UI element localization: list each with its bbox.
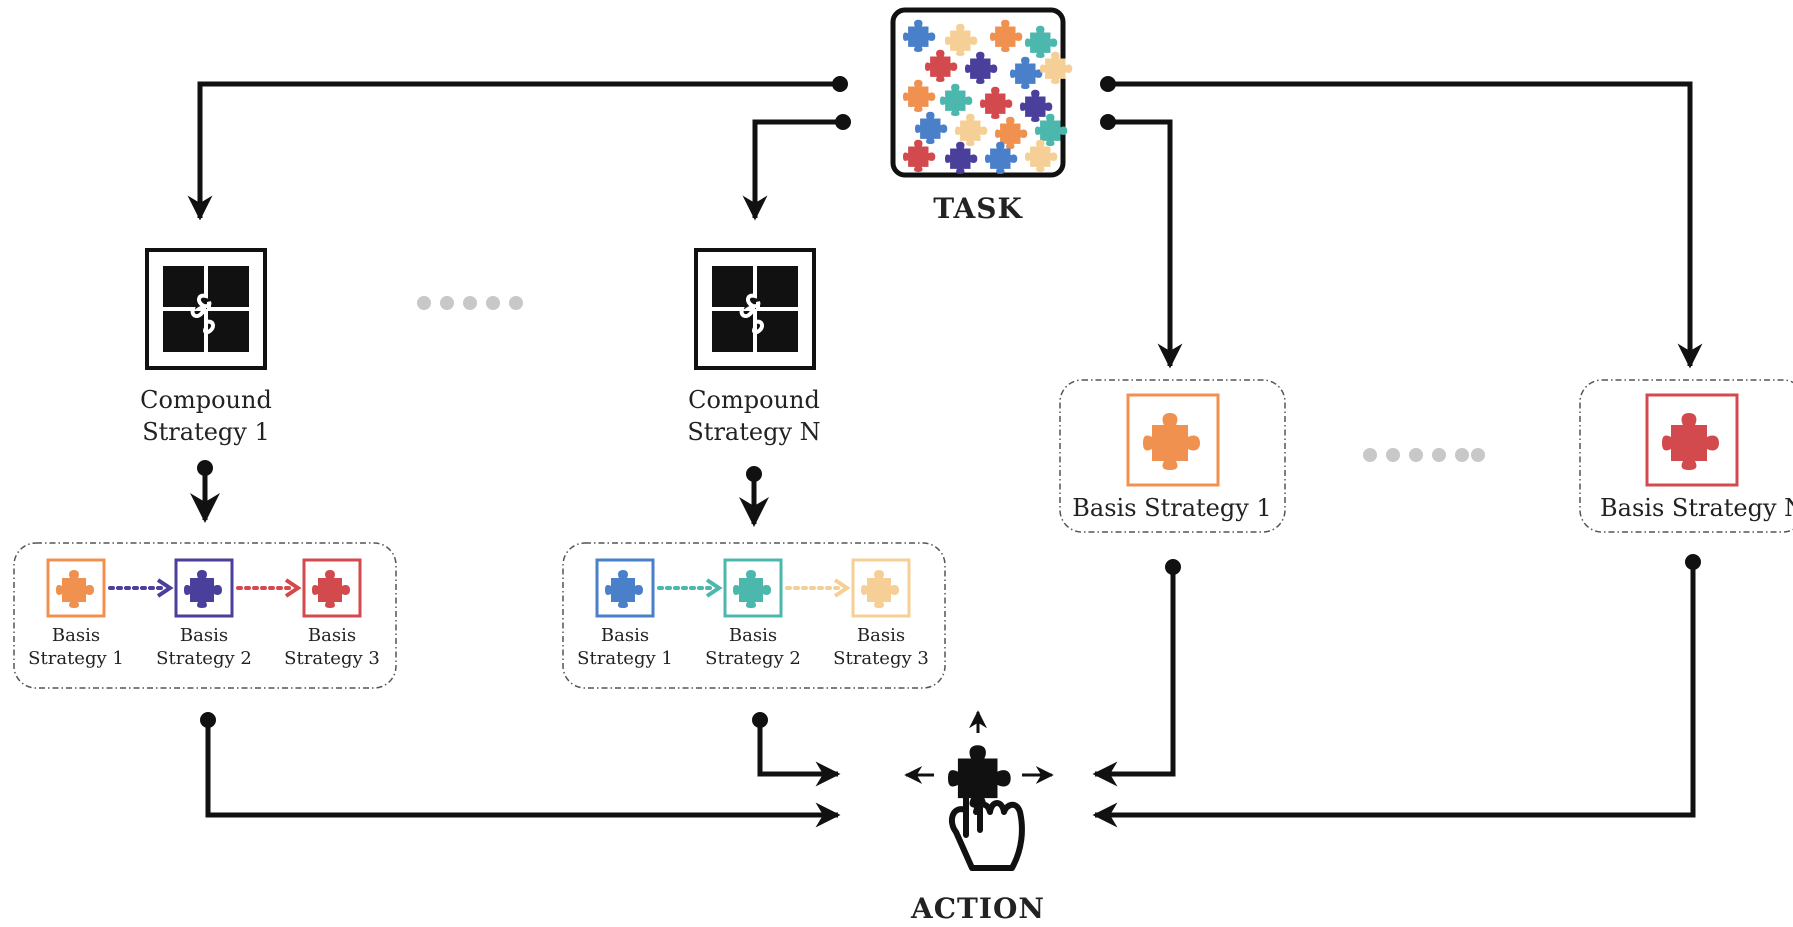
basis-strategy-label: Basis Strategy 1 [1072, 494, 1271, 522]
basis-frame [1579, 379, 1793, 533]
compound-strategy-n: Compound Strategy N [687, 248, 821, 527]
sequence-arrowhead [284, 578, 302, 598]
puzzle-grid-icon [163, 266, 249, 352]
basis-frame [1059, 379, 1286, 533]
task-node: TASK [890, 7, 1073, 225]
step-subtitle: Strategy 3 [284, 648, 380, 669]
step-title: Basis [308, 625, 356, 646]
sequence-arrowhead [833, 578, 851, 598]
connector-dot [746, 466, 762, 482]
connector-task-to-basis-1 [1108, 119, 1183, 369]
compound-strategy-title: Compound [688, 386, 820, 414]
step-title: Basis [180, 625, 228, 646]
step-subtitle: Strategy 3 [833, 648, 929, 669]
compound-strategy-subtitle: Strategy N [687, 418, 820, 446]
connector-task-to-compound-n [742, 119, 843, 221]
connector-dot [200, 712, 216, 728]
connector-dot [752, 712, 768, 728]
basis-strategy-label: Basis Strategy N [1600, 494, 1793, 522]
action-connectors [200, 554, 1701, 828]
connector-task-to-basis-n [1108, 81, 1703, 369]
connector-task-to-compound-1 [187, 81, 840, 221]
connector-dot [832, 76, 848, 92]
task-label: TASK [933, 192, 1023, 225]
step-subtitle: Strategy 1 [28, 648, 124, 669]
task-connectors [187, 76, 1703, 369]
connector-dot [1100, 114, 1116, 130]
sequence-frame [562, 542, 946, 689]
step-title: Basis [857, 625, 905, 646]
connector-dot [1165, 559, 1181, 575]
connector-seq-1-to-action [205, 720, 841, 828]
connector-dot [835, 114, 851, 130]
action-label: ACTION [910, 892, 1045, 923]
connector-dot [1685, 554, 1701, 570]
connector-dot [197, 460, 213, 476]
step-title: Basis [729, 625, 777, 646]
compound-strategy-title: Compound [140, 386, 272, 414]
step-title: Basis [601, 625, 649, 646]
basis-strategy-n: Basis Strategy N [1579, 379, 1793, 533]
connector-basis-n-to-action [1092, 562, 1696, 828]
sequence-arrowhead [156, 578, 174, 598]
hand-pointer-icon [948, 745, 1025, 871]
compound-strategy-subtitle: Strategy 1 [142, 418, 270, 446]
ellipsis-dots [417, 296, 523, 310]
sequence-frame [13, 542, 397, 689]
basis-strategy-1: Basis Strategy 1 [1059, 379, 1286, 533]
compound-strategy-1: Compound Strategy 1 [140, 248, 272, 523]
step-subtitle: Strategy 2 [156, 648, 252, 669]
sequence-arrowhead [705, 578, 723, 598]
connector-dot [1100, 76, 1116, 92]
step-subtitle: Strategy 2 [705, 648, 801, 669]
step-subtitle: Strategy 1 [577, 648, 673, 669]
step-title: Basis [52, 625, 100, 646]
action-node: ACTION [904, 710, 1054, 925]
direction-arrows-icon [904, 710, 1054, 784]
puzzle-grid-icon [712, 266, 798, 352]
connector-seq-n-to-action [757, 720, 841, 787]
ellipsis-dots [1363, 448, 1485, 462]
connector-basis-1-to-action [1092, 567, 1176, 787]
